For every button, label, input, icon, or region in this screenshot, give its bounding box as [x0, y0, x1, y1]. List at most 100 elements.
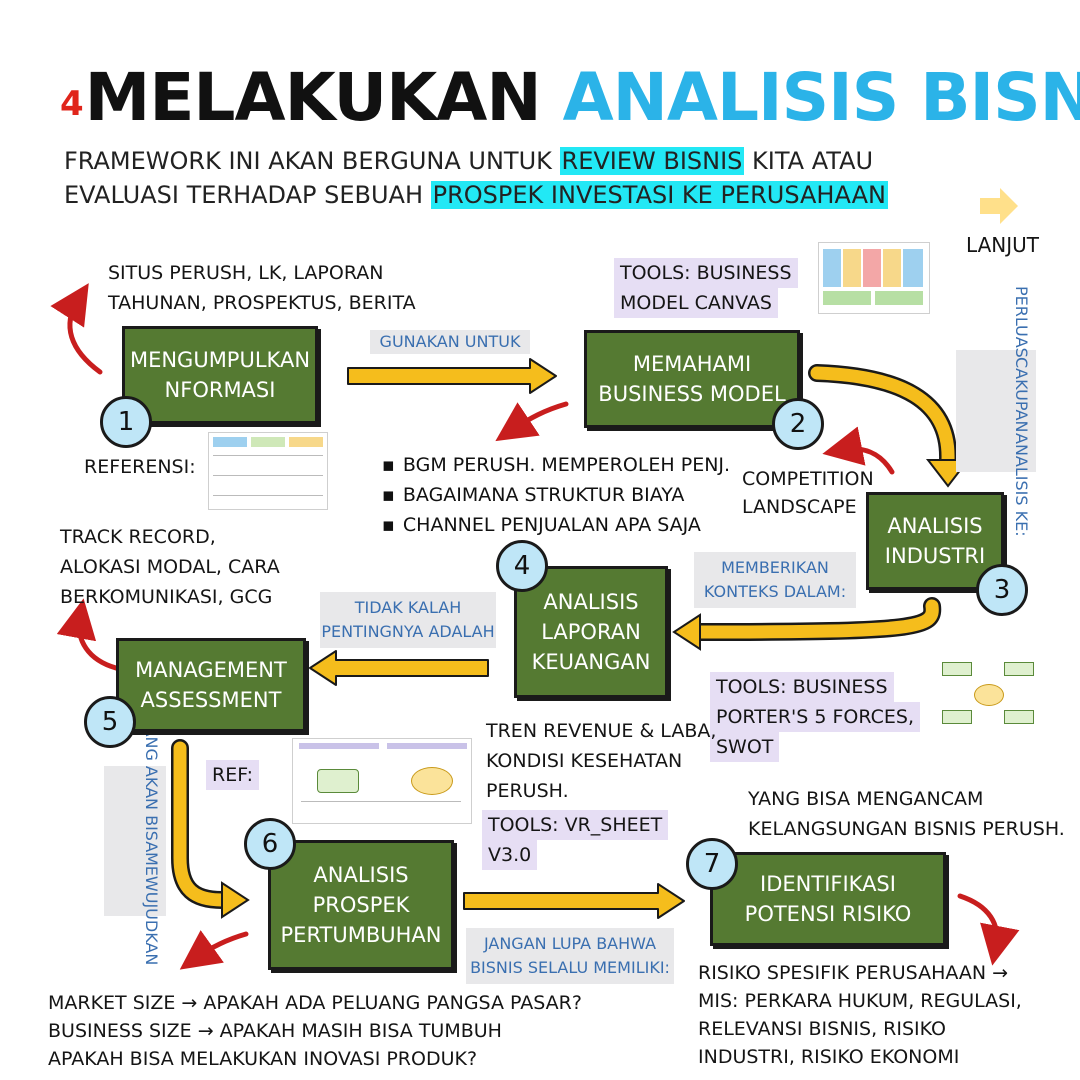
red-arrow-competition: [822, 426, 895, 475]
step-3-number: 3: [976, 564, 1028, 616]
tools-bmc-line1: TOOLS: BUSINESS: [614, 258, 798, 288]
arrow-5-to-6: [171, 739, 250, 919]
bullet-item: BGM PERUSH. MEMPEROLEH PENJ.: [382, 450, 730, 480]
step-7-number: 7: [686, 838, 738, 890]
step-2-number: 2: [772, 398, 824, 450]
step-4-box: ANALISIS LAPORAN KEUANGAN: [514, 566, 668, 698]
note-memberikan-line: KONTEKS DALAM:: [703, 582, 847, 601]
step-5-label: ASSESSMENT: [140, 688, 282, 712]
step-4-label: LAPORAN: [541, 620, 641, 644]
red-arrow-market: [179, 930, 249, 970]
risiko-line1: RISIKO SPESIFIK PERUSAHAAN →: [698, 962, 1009, 984]
subtitle-highlight: PROSPEK INVESTASI KE PERUSAHAAN: [430, 181, 888, 209]
step-6-box: ANALISIS PROSPEK PERTUMBUHAN: [268, 840, 454, 970]
note-perluas-line: ANALISIS KE:: [1012, 432, 1031, 537]
tren-line1: TREN REVENUE & LABA,: [486, 720, 717, 742]
risiko-line4: INDUSTRI, RISIKO EKONOMI: [698, 1046, 960, 1068]
referensi-table-thumbnail: [208, 432, 328, 510]
ref-label: REF:: [206, 760, 260, 790]
note-gunakan: GUNAKAN UNTUK: [370, 330, 530, 354]
step-4-number: 4: [496, 540, 548, 592]
referensi-label: REFERENSI:: [84, 456, 196, 478]
subtitle-text: EVALUASI TERHADAP SEBUAH: [64, 181, 431, 209]
subtitle-text: KITA ATAU: [744, 147, 874, 175]
step-4-label: KEUANGAN: [531, 650, 651, 674]
note-memberikan-line: MEMBERIKAN: [721, 558, 829, 577]
title-number: 4: [60, 84, 84, 124]
step-6-label: PERTUMBUHAN: [280, 923, 442, 947]
market-line3: APAKAH BISA MELAKUKAN INOVASI PRODUK?: [48, 1048, 478, 1070]
note-jangan-lupa: JANGAN LUPA BAHWA BISNIS SELALU MEMILIKI…: [466, 928, 674, 984]
risiko-line3: RELEVANSI BISNIS, RISIKO: [698, 1018, 946, 1040]
step-7-box: IDENTIFIKASI POTENSI RISIKO: [710, 852, 946, 946]
step-2-box: MEMAHAMI BUSINESS MODEL: [584, 330, 800, 428]
note-memberikan: MEMBERIKAN KONTEKS DALAM:: [694, 552, 856, 608]
business-model-bullets: BGM PERUSH. MEMPEROLEH PENJ. BAGAIMANA S…: [382, 450, 730, 540]
note-perluas-line: PERLUAS: [1012, 285, 1031, 358]
red-arrow-sources: [50, 283, 103, 375]
ancam-line1: YANG BISA MENGANCAM: [748, 788, 984, 810]
note-tidak-kalah: TIDAK KALAH PENTINGNYA ADALAH: [320, 592, 496, 648]
arrow-1-to-2: [347, 358, 557, 394]
porter-forces-thumbnail: [942, 660, 1034, 728]
title-part1: MELAKUKAN: [84, 59, 542, 136]
business-model-canvas-thumbnail: [818, 242, 930, 314]
step-1-number: 1: [100, 396, 152, 448]
note-yang-akan-line: MEWUJUDKAN: [142, 851, 161, 966]
tren-line2: KONDISI KESEHATAN: [486, 750, 683, 772]
red-arrow-track: [56, 598, 119, 671]
subtitle-highlight: REVIEW BISNIS: [559, 147, 745, 175]
step-1-box: MENGUMPULKAN NFORMASI: [122, 326, 318, 424]
red-arrow-risiko: [957, 893, 1020, 966]
competition-line2: LANDSCAPE: [742, 496, 857, 518]
bullet-item: CHANNEL PENJUALAN APA SAJA: [382, 510, 730, 540]
note-yang-akan: YANG AKAN BISA MEWUJUDKAN: [104, 717, 166, 965]
tren-line3: PERUSH.: [486, 780, 569, 802]
tools-porter-line3: SWOT: [710, 732, 780, 762]
ancam-line2: KELANGSUNGAN BISNIS PERUSH.: [748, 818, 1065, 840]
arrow-4-to-5: [309, 650, 489, 686]
competition-line1: COMPETITION: [742, 468, 874, 490]
tools-vr-line1: TOOLS: VR_SHEET: [482, 810, 669, 840]
step-1-label: NFORMASI: [164, 378, 276, 402]
ref-mindmap-thumbnail: [292, 738, 472, 824]
subtitle-line1: FRAMEWORK INI AKAN BERGUNA UNTUK REVIEW …: [64, 144, 873, 178]
track-line3: BERKOMUNIKASI, GCG: [60, 586, 273, 608]
step-3-label: ANALISIS: [887, 514, 983, 538]
step-1-label: MENGUMPULKAN: [129, 348, 311, 372]
note-tidak-kalah-line: TIDAK KALAH: [354, 598, 462, 617]
step-3-box: ANALISIS INDUSTRI: [866, 492, 1004, 590]
market-line1: MARKET SIZE → APAKAH ADA PELUANG PANGSA …: [48, 992, 582, 1014]
arrow-3-to-4: [672, 597, 942, 651]
title-part2: ANALISIS BISNIS: [562, 59, 1080, 136]
step-3-label: INDUSTRI: [884, 544, 986, 568]
sources-line1: SITUS PERUSH, LK, LAPORAN: [108, 262, 384, 284]
step-6-label: ANALISIS: [313, 863, 409, 887]
step-5-label: MANAGEMENT: [135, 658, 287, 682]
subtitle-text: FRAMEWORK INI AKAN BERGUNA UNTUK: [64, 147, 560, 175]
note-yang-akan-line: YANG AKAN BISA: [142, 716, 161, 852]
note-jangan-lupa-line: BISNIS SELALU MEMILIKI:: [470, 958, 670, 977]
tools-porter-line2: PORTER'S 5 FORCES,: [710, 702, 921, 732]
risiko-line2: MIS: PERKARA HUKUM, REGULASI,: [698, 990, 1022, 1012]
page-title: 4MELAKUKAN ANALISIS BISNIS: [60, 58, 1080, 138]
step-7-label: IDENTIFIKASI: [760, 872, 896, 896]
note-jangan-lupa-line: JANGAN LUPA BAHWA: [483, 934, 657, 953]
step-6-label: PROSPEK: [312, 893, 410, 917]
step-7-label: POTENSI RISIKO: [744, 902, 912, 926]
arrow-6-to-7: [463, 883, 685, 919]
lanjut-label[interactable]: LANJUT: [966, 233, 1039, 257]
track-line1: TRACK RECORD,: [60, 526, 216, 548]
note-perluas: PERLUAS CAKUPAN ANALISIS KE:: [956, 286, 1036, 536]
market-line2: BUSINESS SIZE → APAKAH MASIH BISA TUMBUH: [48, 1020, 502, 1042]
tools-porter-line1: TOOLS: BUSINESS: [710, 672, 894, 702]
note-perluas-line: CAKUPAN: [1012, 357, 1031, 433]
sources-line2: TAHUNAN, PROSPEKTUS, BERITA: [108, 292, 416, 314]
step-5-box: MANAGEMENT ASSESSMENT: [116, 638, 306, 732]
step-2-label: MEMAHAMI: [632, 352, 752, 376]
step-6-number: 6: [244, 818, 296, 870]
step-5-number: 5: [84, 696, 136, 748]
lanjut-arrow-icon: [980, 188, 1018, 224]
